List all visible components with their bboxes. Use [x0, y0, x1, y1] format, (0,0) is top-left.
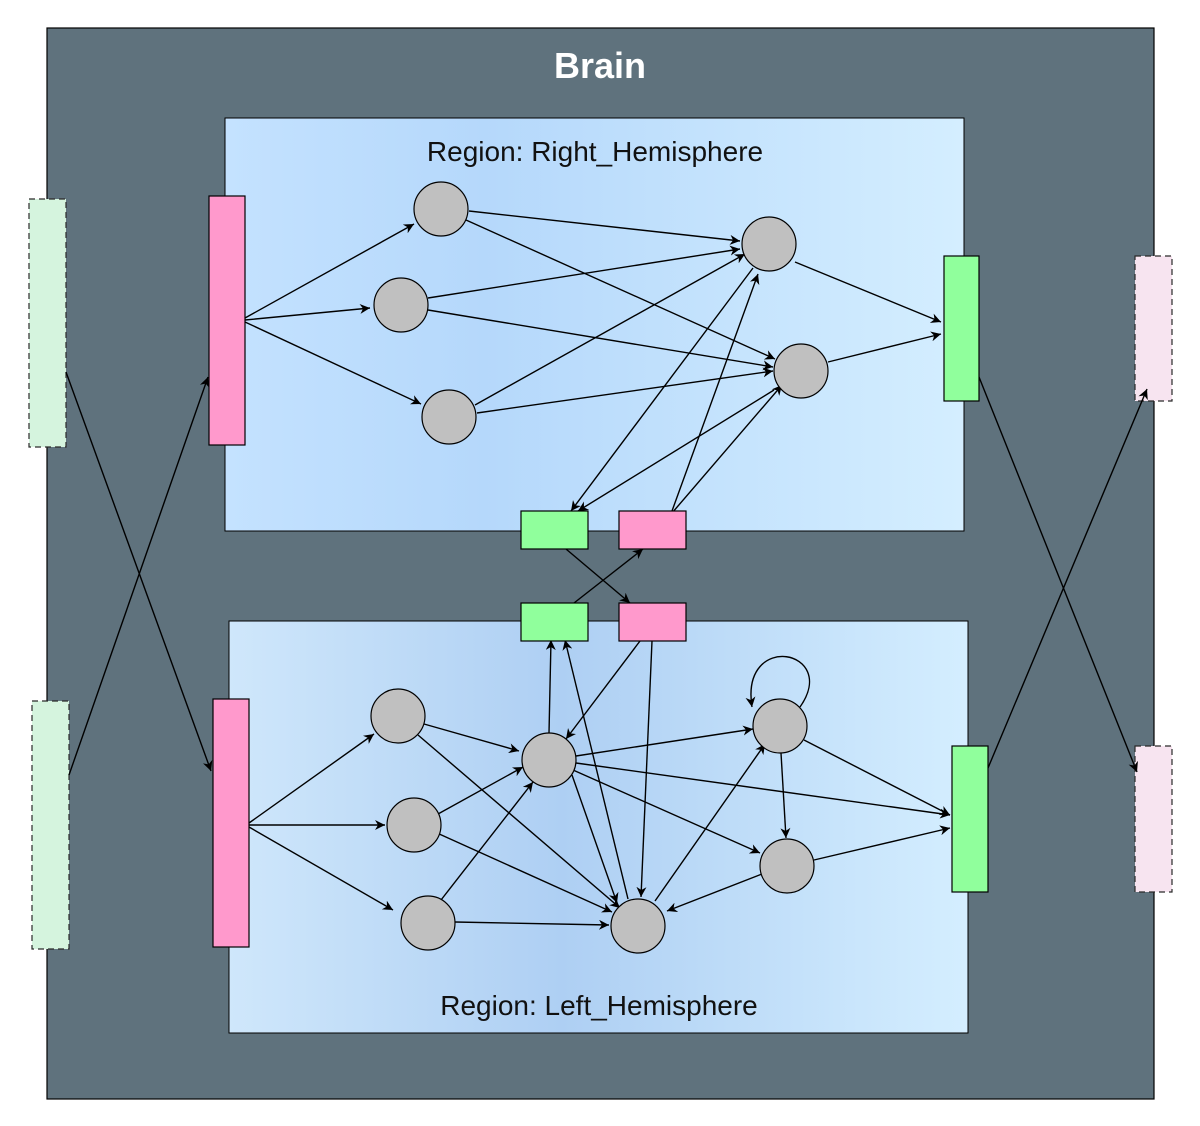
right-input-port	[208, 195, 246, 446]
nodes-left	[370, 688, 815, 954]
region-right-label: Region: Right_Hemisphere	[427, 136, 763, 167]
nodes-right	[373, 181, 829, 445]
right-bottom-input-port	[618, 510, 687, 550]
region-left-label: Region: Left_Hemisphere	[440, 990, 758, 1021]
region-left-box	[228, 620, 969, 1034]
edges-left	[248, 639, 951, 930]
right-node-2	[373, 277, 429, 333]
right-bottom-output-port	[520, 510, 589, 550]
edges-right	[244, 210, 942, 514]
left-output-port	[951, 745, 989, 893]
external-pink-port-bottom	[1134, 745, 1173, 893]
left-input-port	[212, 698, 250, 948]
region-right-box	[224, 117, 965, 532]
diagram-title: Brain	[554, 45, 646, 86]
right-node-4	[741, 216, 797, 272]
left-top-input-port	[618, 602, 687, 642]
edges-inter-region	[565, 548, 644, 604]
left-node-3	[400, 895, 456, 951]
right-node-5	[773, 343, 829, 399]
left-node-7	[759, 838, 815, 894]
left-node-6	[752, 698, 808, 754]
left-top-output-port	[520, 602, 589, 642]
left-node-5	[610, 898, 666, 954]
external-pink-port-top	[1134, 255, 1173, 402]
right-node-3	[421, 389, 477, 445]
external-green-port-top	[28, 198, 67, 448]
left-node-2	[386, 797, 442, 853]
external-green-port-bottom	[31, 700, 70, 950]
edges-external	[65, 371, 1148, 776]
right-output-port	[943, 255, 980, 402]
left-node-4	[521, 732, 577, 788]
right-node-1	[413, 181, 469, 237]
left-node-1	[370, 688, 426, 744]
